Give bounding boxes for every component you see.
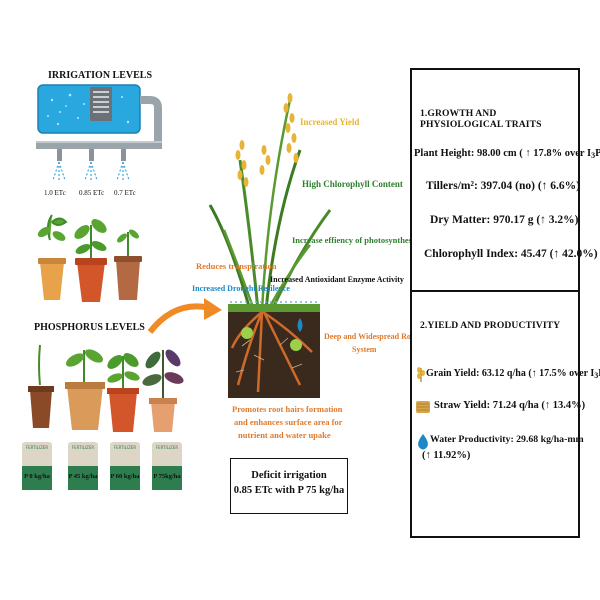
deficit-line-1: Deficit irrigation xyxy=(251,470,327,481)
deficit-irrigation-box: Deficit irrigation 0.85 ETc with P 75 kg… xyxy=(230,458,348,514)
root-hairs-label-3: nutrient and water upake xyxy=(238,430,331,440)
section-divider xyxy=(412,290,578,292)
tillers-line: Tillers/m²: 397.04 (no) (↑ 6.6%) xyxy=(426,180,580,192)
arrow-icon xyxy=(147,303,211,334)
root-system-label: Deep and Widespread Root xyxy=(324,332,418,341)
section-growth-title: 1.GROWTH AND PHYSIOLOGICAL TRAITS xyxy=(420,108,542,130)
rice-plant xyxy=(208,93,332,311)
irrigation-level-label: 0.7 ETc xyxy=(114,189,136,197)
phosphorus-title: PHOSPHORUS LEVELS xyxy=(34,322,145,333)
irrigation-pots xyxy=(37,214,142,302)
irrigation-level-label: 1.0 ETc xyxy=(44,189,66,197)
fertilizer-bag: FERTILIZER P 45 kg/ha xyxy=(68,442,98,490)
irrigation-level-label: 0.85 ETc xyxy=(79,189,105,197)
photosynthesis-label: Increase effiency of photosynthesis xyxy=(292,235,418,245)
bag-label: P 60 kg/ha xyxy=(110,473,140,480)
chlorophyll-index-line: Chlorophyll Index: 45.47 (↑ 42.0%) xyxy=(424,248,598,260)
plant-height-line: Plant Height: 98.00 cm ( ↑ 17.8% over I3… xyxy=(414,148,600,160)
root-hairs-label-2: and enhances surface area for xyxy=(234,417,343,427)
fertilizer-bag: FERTILIZER P 75kg/ha xyxy=(152,442,182,490)
section-yield-title: 2.YIELD AND PRODUCTIVITY xyxy=(420,320,561,331)
chlorophyll-label: High Chlorophyll Content xyxy=(302,179,403,189)
straw-yield-line: Straw Yield: 71.24 q/ha (↑ 13.4%) xyxy=(434,400,586,411)
root-system-label-2: System xyxy=(352,345,377,354)
transpiration-label: Reduces transpiration xyxy=(196,261,277,271)
increased-yield-label: Increased Yield xyxy=(300,117,360,127)
straw-icon xyxy=(416,401,430,413)
root-hairs-label: Promotes root hairs formation xyxy=(232,404,343,414)
water-drop-icon xyxy=(418,434,428,450)
grain-icon xyxy=(417,367,425,382)
irrigation-title: IRRIGATION LEVELS xyxy=(48,70,153,81)
bag-label: P 45 kg/ha xyxy=(68,473,98,480)
water-productivity-line-2: (↑ 11.92%) xyxy=(422,450,471,461)
phosphorus-pots xyxy=(28,344,184,432)
bag-label: P 0 kg/ha xyxy=(24,473,50,480)
fertilizer-bag: FERTILIZER P 60 kg/ha xyxy=(110,442,140,490)
results-panel: 1.GROWTH AND PHYSIOLOGICAL TRAITS Plant … xyxy=(410,68,600,538)
irrigation-system xyxy=(36,84,162,182)
dry-matter-line: Dry Matter: 970.17 g (↑ 3.2%) xyxy=(430,214,579,226)
water-productivity-line: Water Productivity: 29.68 kg/ha-mm xyxy=(430,434,584,445)
deficit-line-2: 0.85 ETc with P 75 kg/ha xyxy=(233,485,345,497)
soil-block xyxy=(228,301,320,398)
fertilizer-bag: FERTILIZER P 0 kg/ha xyxy=(22,442,52,490)
drought-label: Increased Drought Resilence xyxy=(192,284,290,293)
grain-yield-line: Grain Yield: 63.12 q/ha (↑ 17.5% over I3… xyxy=(426,368,600,380)
bag-label: P 75kg/ha xyxy=(153,473,181,480)
antioxidant-label: Increased Antioxidant Enzyme Activity xyxy=(270,275,404,284)
